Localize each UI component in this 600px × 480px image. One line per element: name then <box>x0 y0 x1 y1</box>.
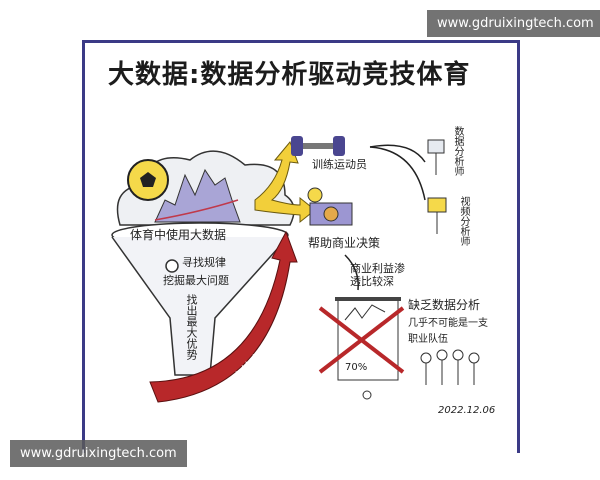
trend-arrow <box>154 199 239 221</box>
funnel-line1: 寻找规律 <box>182 256 226 269</box>
data-analyst-label: 数据分析师 <box>452 126 463 176</box>
video-analyst-figure <box>427 197 447 234</box>
cloud-label: 体育中使用大数据 <box>130 228 227 242</box>
lack-line2: 几乎不可能是一支 <box>408 318 488 329</box>
page-title: 大数据:数据分析驱动竞技体育 <box>108 60 471 90</box>
funnel-vertical: 找出最大优势 <box>185 294 198 360</box>
dumbbell-icon <box>291 136 345 156</box>
data-analyst-figure <box>427 139 445 175</box>
yellow-arrow <box>254 141 316 224</box>
team-people <box>420 349 480 385</box>
date-label: 2022.12.06 <box>438 405 496 416</box>
cloud-chart <box>154 168 241 223</box>
chart-percent: 70% <box>345 362 368 373</box>
lack-line3: 职业队伍 <box>408 334 448 345</box>
lack-line1: 缺乏数据分析 <box>408 298 481 312</box>
lightbulb-icon <box>307 187 323 203</box>
soccer-ball-icon <box>127 159 169 201</box>
business-label: 帮助商业决策 <box>308 236 381 250</box>
watermark-top: www.gdruixingtech.com <box>427 10 600 37</box>
funnel-line2: 挖掘最大问题 <box>163 274 229 287</box>
red-arrow <box>149 230 298 403</box>
watermark-bottom: www.gdruixingtech.com <box>10 440 187 467</box>
video-analyst-label: 视频分析师 <box>458 196 469 246</box>
crossed-chart-board <box>318 297 405 400</box>
magnifier-icon <box>165 259 179 273</box>
business-note: 商业利益渗透比较深 <box>350 262 405 289</box>
training-label: 训练运动员 <box>312 158 367 171</box>
